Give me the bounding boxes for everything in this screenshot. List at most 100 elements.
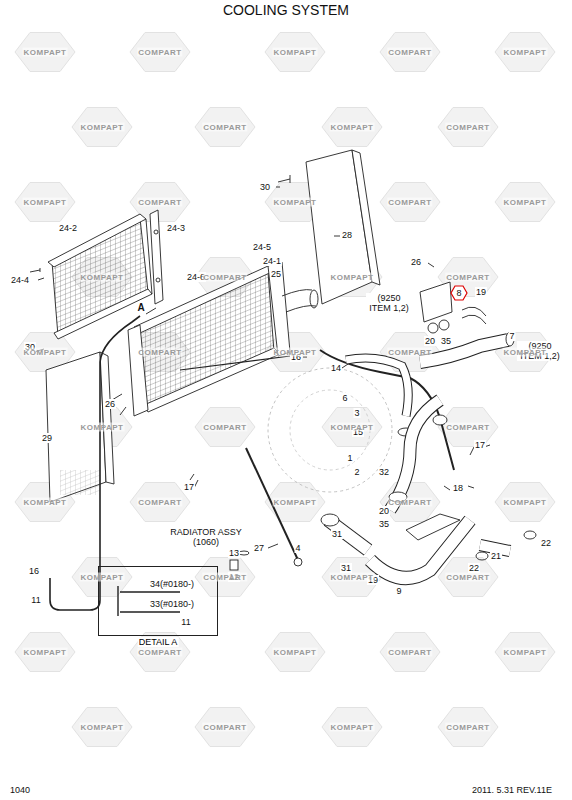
watermark-hexagon	[195, 708, 255, 747]
callout-number: 22	[540, 538, 552, 548]
watermark: COMPART	[202, 573, 247, 582]
watermark-hexagon	[495, 33, 555, 72]
watermark-hexagon	[265, 483, 325, 522]
callout-number: 30	[259, 182, 271, 192]
callout-number: 25	[270, 269, 282, 279]
watermark: COMPART	[202, 723, 247, 732]
watermark-hexagon	[130, 33, 190, 72]
watermark: KOMPAPT	[330, 573, 375, 582]
watermark: KOMPAPT	[273, 348, 318, 357]
callout-number: 21	[490, 551, 502, 561]
callout-number: 11	[30, 595, 41, 605]
watermark: KOMPAPT	[273, 498, 318, 507]
watermark: COMPART	[137, 498, 182, 507]
watermark-hexagon	[380, 33, 440, 72]
callout-number: 7	[508, 331, 515, 341]
watermark: KOMPAPT	[273, 198, 318, 207]
callout-number: 24-4	[10, 275, 30, 285]
watermark-hexagon	[265, 333, 325, 372]
watermark: KOMPAPT	[503, 198, 548, 207]
detail-title: DETAIL A	[138, 637, 179, 647]
watermark: KOMPAPT	[23, 648, 68, 657]
watermark-hexagon	[438, 108, 498, 147]
watermark: COMPART	[137, 48, 182, 57]
watermark: COMPART	[137, 198, 182, 207]
callout-number: 28	[341, 230, 353, 240]
callout-number: 3	[353, 408, 360, 418]
watermark-hexagon	[495, 183, 555, 222]
callout-number: 4	[294, 543, 301, 553]
watermark-hexagon	[195, 558, 255, 597]
watermark: KOMPAPT	[23, 198, 68, 207]
callout-number: 17	[183, 482, 195, 492]
watermark-hexagon	[72, 558, 132, 597]
watermark: KOMPAPT	[503, 348, 548, 357]
note: RADIATOR ASSY (1060)	[163, 527, 249, 547]
watermark: KOMPAPT	[330, 123, 375, 132]
watermark-hexagon	[72, 108, 132, 147]
callout-number: 24-2	[58, 223, 78, 233]
callout-number: 29	[41, 433, 53, 443]
page-footer: 2011. 5.31 REV.11E	[471, 785, 553, 795]
watermark: KOMPAPT	[330, 723, 375, 732]
watermark: COMPART	[137, 648, 182, 657]
watermark: COMPART	[202, 123, 247, 132]
watermark: COMPART	[445, 423, 490, 432]
watermark: COMPART	[387, 48, 432, 57]
watermark-hexagon	[195, 108, 255, 147]
watermark-hexagon	[15, 633, 75, 672]
callout-number: 31	[340, 563, 352, 573]
watermark: KOMPAPT	[80, 423, 125, 432]
watermark-hexagon	[15, 33, 75, 72]
callout-number: 6	[341, 393, 348, 403]
callout-number: 20	[378, 506, 390, 516]
page-title: COOLING SYSTEM	[0, 2, 572, 18]
watermark-hexagon	[322, 708, 382, 747]
callout-number: 24-5	[252, 242, 272, 252]
callout-number: 8	[455, 288, 462, 298]
watermark: KOMPAPT	[330, 423, 375, 432]
watermark-hexagon	[380, 183, 440, 222]
watermark: KOMPAPT	[330, 273, 375, 282]
callout-number: 35	[378, 519, 390, 529]
callout-number: 24-1	[262, 256, 282, 266]
callout-number: 17	[474, 440, 486, 450]
watermark: KOMPAPT	[273, 648, 318, 657]
watermark: KOMPAPT	[503, 48, 548, 57]
watermark-hexagon	[322, 108, 382, 147]
watermark-hexagon	[15, 183, 75, 222]
watermark: KOMPAPT	[80, 273, 125, 282]
detail-marker: A	[136, 303, 145, 313]
watermark: COMPART	[387, 348, 432, 357]
callout-number: 20	[424, 336, 436, 346]
watermark-hexagon	[195, 408, 255, 447]
watermark-hexagon	[130, 483, 190, 522]
watermark-hexagon	[72, 708, 132, 747]
watermark-hexagon	[495, 633, 555, 672]
callout-number: 24-3	[166, 223, 186, 233]
watermark-hexagon	[438, 708, 498, 747]
callout-number: 26	[410, 257, 422, 267]
watermark-hexagon	[322, 408, 382, 447]
watermark: COMPART	[137, 348, 182, 357]
watermark: KOMPAPT	[80, 723, 125, 732]
watermark: COMPART	[202, 423, 247, 432]
page-footer: 1040	[9, 785, 31, 795]
callout-number: 18	[452, 483, 464, 493]
callout-number: 16	[28, 566, 40, 576]
callout-number: 2	[353, 467, 360, 477]
watermark: KOMPAPT	[23, 348, 68, 357]
callout-number: 26	[104, 399, 116, 409]
callout-number: 19	[475, 287, 487, 297]
watermark: KOMPAPT	[80, 123, 125, 132]
callout-number: 22	[468, 563, 480, 573]
callout-number: 14	[330, 363, 342, 373]
watermark: KOMPAPT	[503, 498, 548, 507]
callout-number: 31	[331, 529, 343, 539]
callout-number: 35	[440, 336, 452, 346]
watermark: KOMPAPT	[23, 498, 68, 507]
watermark-hexagon	[495, 483, 555, 522]
watermark: COMPART	[387, 198, 432, 207]
note: (9250 ITEM 1,2)	[366, 293, 412, 313]
watermark: COMPART	[445, 723, 490, 732]
